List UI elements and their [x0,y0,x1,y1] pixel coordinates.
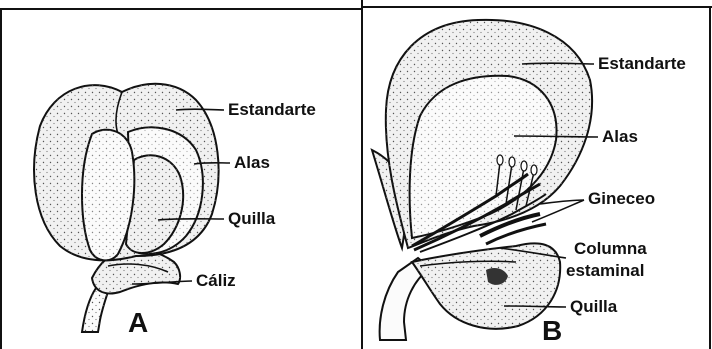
panel-b-alas-leader [514,136,598,137]
panel-b-estandarte-leader [522,63,594,64]
panel-a-estandarte-label: Estandarte [228,100,316,119]
panel-a-estandarte-leader [176,109,224,110]
panel-a-quilla-label: Quilla [228,209,276,228]
panel-b-quilla-leader [504,306,566,307]
panel-a-caliz-label: Cáliz [196,271,236,290]
panel-b-gineceo-label: Gineceo [588,189,655,208]
panel-a-flower [34,84,218,332]
panel-b-columna-label-1: Columna [574,239,647,258]
panel-b-flower [372,20,592,340]
panel-b-columna-label-2: estaminal [566,261,644,280]
panel-a-alas-label: Alas [234,153,270,172]
panel-b-alas-label: Alas [602,127,638,146]
panel-a-letter: A [128,307,148,338]
panel-b-letter: B [542,315,562,346]
panel-b-quilla-label: Quilla [570,297,618,316]
panel-b-estandarte-label: Estandarte [598,54,686,73]
